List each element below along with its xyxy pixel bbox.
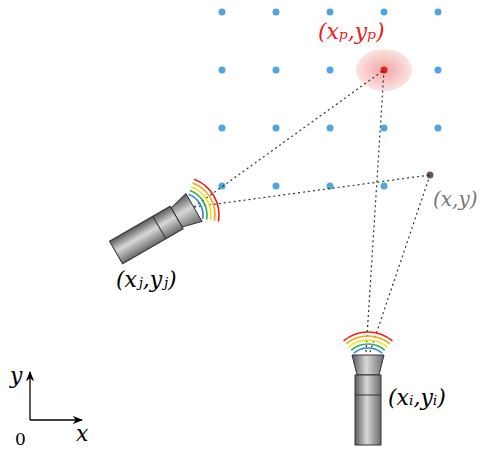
target-coordinate: (xₚ,yₚ) — [318, 20, 385, 44]
axis-label: x — [76, 422, 88, 446]
uncertainty-region — [356, 49, 412, 91]
origin-label: 0 — [15, 430, 26, 449]
axis-label: y — [10, 364, 22, 388]
speaker-coordinate: (xⱼ,yⱼ) — [116, 268, 177, 292]
grid-coordinate: (x,y) — [433, 188, 478, 210]
speaker-coordinate: (xᵢ,yᵢ) — [388, 386, 446, 410]
axes — [30, 372, 82, 420]
grid-dots — [219, 9, 442, 190]
speaker-j — [104, 175, 226, 274]
speaker-i — [344, 332, 393, 445]
range-lines — [194, 70, 430, 352]
